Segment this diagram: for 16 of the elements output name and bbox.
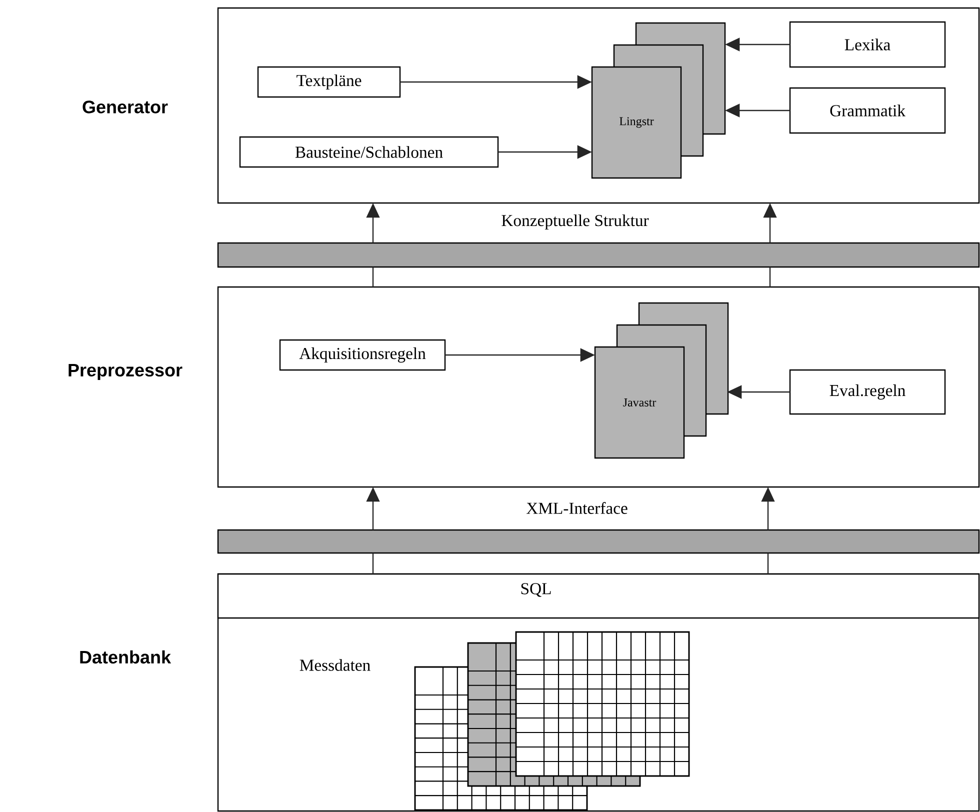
text-box: Akquisitionsregeln [279,339,446,371]
node-label: Konzeptuelle Struktur [502,214,649,230]
text-box: Eval.regeln [789,369,946,415]
node-label: XML-Interface [526,502,628,514]
node-label: Preprozessor [68,364,182,380]
header-strip: SQL [217,573,980,619]
text-box: Lexika [789,21,946,68]
interface-band: Konzeptuelle Struktur [217,214,980,268]
text-box: Grammatik [789,87,946,134]
page-stack: Javastr [594,302,729,459]
interface-band: XML-Interface [217,502,980,554]
node-label: Generator [82,100,168,114]
page-stack: Lingstr [591,22,726,179]
text-box: Textpläne [257,66,401,98]
text-box: Bausteine/Schablonen [239,136,499,168]
node-label: Datenbank [80,650,172,664]
